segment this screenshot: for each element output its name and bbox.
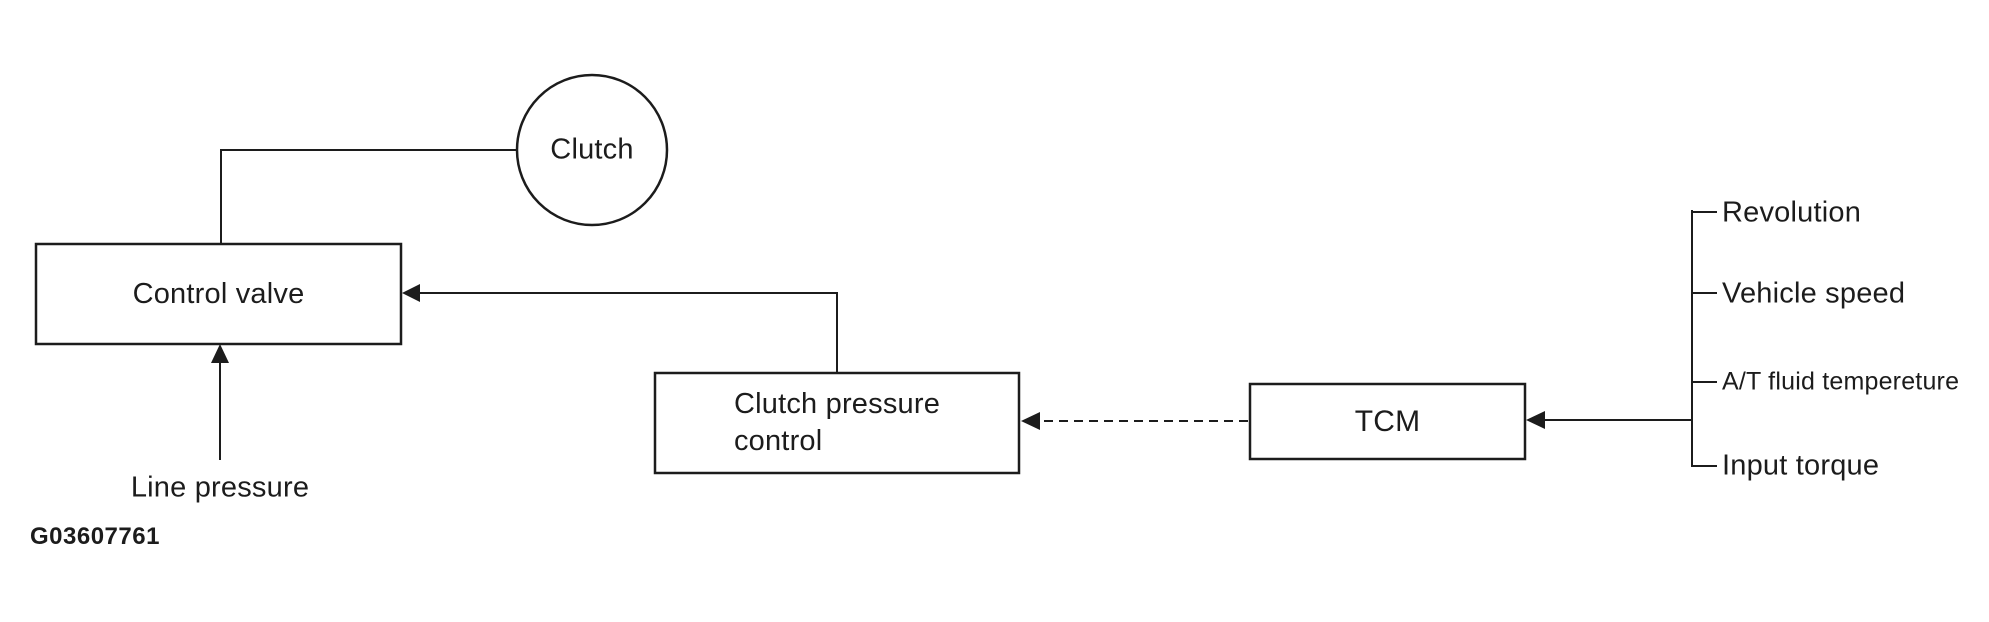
control-valve-box (34, 242, 403, 346)
connector-clutch-to-control-valve (220, 149, 517, 244)
node-clutch-pressure-control-label: Clutch pressure control (655, 373, 1019, 473)
connector-cpc-to-control-valve (416, 292, 838, 373)
tcm-input-vehicle-speed: Vehicle speed (1722, 277, 1906, 310)
node-control-valve-label: Control valve (36, 244, 401, 344)
tcm-label-text: TCM (1354, 404, 1421, 438)
figure-id: G03607761 (30, 523, 160, 550)
line-pressure-label: Line pressure (130, 471, 310, 504)
clutch-pressure-control-label-text: Clutch pressure control (733, 388, 941, 457)
arrowhead-into-control-valve (402, 284, 420, 302)
clutch-pressure-control-box (653, 371, 1021, 475)
node-clutch-label: Clutch (517, 134, 667, 167)
tcm-box (1248, 382, 1527, 461)
tcm-input-fluid-temperature: A/T fluid tempereture (1722, 367, 1960, 396)
control-valve-label-text: Control valve (132, 277, 305, 310)
clutch-label-text: Clutch (550, 133, 634, 166)
node-tcm-label: TCM (1250, 384, 1525, 459)
arrowhead-line-pressure (211, 344, 229, 363)
tcm-input-input-torque: Input torque (1722, 449, 1880, 482)
arrowhead-into-tcm (1526, 411, 1545, 429)
tcm-input-revolution: Revolution (1722, 196, 1862, 229)
arrowhead-into-cpc (1021, 412, 1040, 430)
